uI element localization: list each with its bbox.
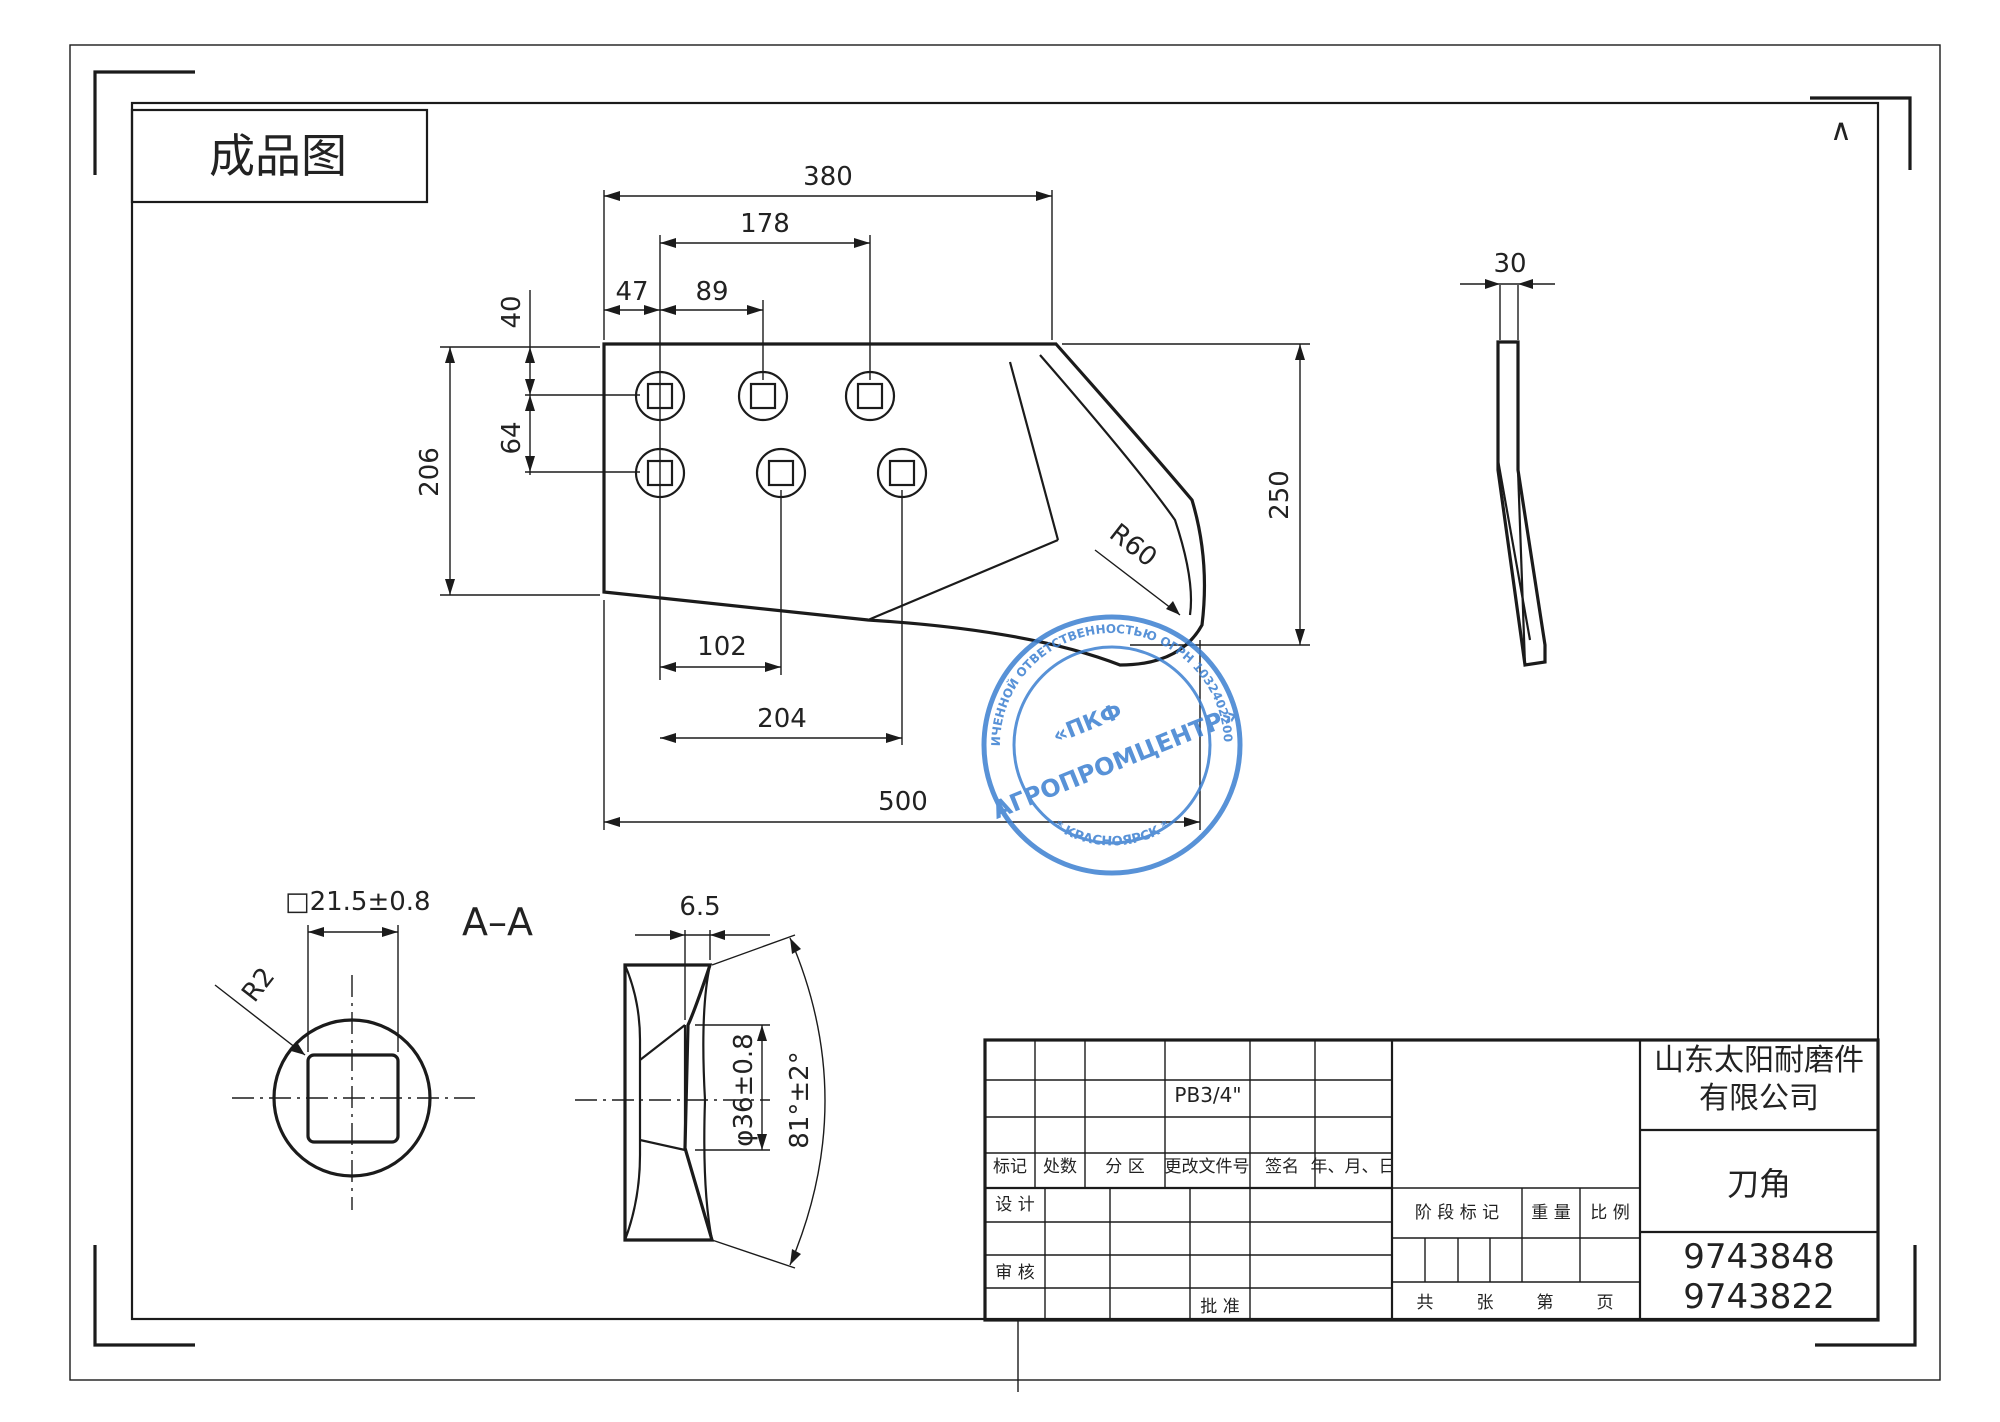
sheet-unit-label: 张	[1477, 1293, 1494, 1313]
scale-label: 比 例	[1590, 1203, 1629, 1223]
dim-102: 102	[697, 632, 747, 662]
dim-64: 64	[497, 421, 527, 454]
header-mark: 标记	[993, 1157, 1027, 1177]
dim-500: 500	[878, 787, 928, 817]
dim-40: 40	[497, 295, 527, 328]
header-zone: 分 区	[1105, 1157, 1144, 1177]
side-view	[1460, 283, 1555, 667]
main-view-bevel-lines	[867, 354, 1193, 622]
part-name: 刀角	[1727, 1165, 1791, 1203]
dim-178: 178	[740, 209, 790, 239]
square-hole-arrows	[291, 927, 398, 1055]
main-view-outline	[602, 342, 1207, 667]
dimension-arrowheads	[445, 191, 1305, 827]
dim-dia36: φ36±0.8	[729, 1033, 759, 1146]
stamp-ring-city: * КРАСНОЯРСК *	[1051, 818, 1172, 849]
sheet-no-label: 第	[1537, 1293, 1554, 1313]
header-count: 处数	[1043, 1157, 1077, 1177]
header-change-doc: 更改文件号	[1165, 1157, 1250, 1177]
side-view-arrows	[1485, 279, 1533, 289]
company-name-line2: 有限公司	[1699, 1081, 1819, 1116]
company-stamp: ОБЩЕСТВО С ОГРАНИЧЕННОЙ ОТВЕТСТВЕННОСТЬЮ…	[0, 0, 1243, 876]
dim-angle81: 81°±2°	[785, 1051, 815, 1148]
dim-380: 380	[803, 162, 853, 192]
dim-6-5: 6.5	[679, 892, 720, 922]
stage-mark-label: 阶 段 标 记	[1415, 1203, 1499, 1223]
design-label: 设 计	[995, 1195, 1034, 1215]
company-name-line1: 山东太阳耐磨件	[1654, 1043, 1864, 1078]
dim-square: □21.5±0.8	[285, 887, 431, 917]
dim-204: 204	[757, 704, 807, 734]
approve-label: 批 准	[1200, 1297, 1239, 1317]
corner-trim-marks	[93, 70, 1917, 1347]
dim-250: 250	[1265, 470, 1295, 520]
outer-sheet-border	[69, 44, 1941, 1381]
dim-206: 206	[415, 447, 445, 497]
dim-30: 30	[1493, 249, 1526, 279]
main-view-dimension-lines	[440, 190, 1310, 830]
revision-headers: 标记 处数 分 区 更改文件号 签名 年、月、日	[993, 1157, 1396, 1177]
title-block	[983, 1038, 1880, 1392]
header-date: 年、月、日	[1311, 1157, 1396, 1177]
sheet-total-label: 共	[1417, 1293, 1434, 1313]
section-a-a-view	[575, 930, 826, 1269]
bolt-hole	[755, 447, 807, 499]
dim-r60: R60	[1104, 518, 1163, 573]
review-label: 审 核	[995, 1263, 1034, 1283]
part-number-1: 9743848	[1683, 1237, 1834, 1277]
title-label-box	[130, 108, 429, 204]
part-number-2: 9743822	[1683, 1277, 1834, 1317]
header-signature: 签名	[1265, 1157, 1299, 1177]
weight-label: 重 量	[1531, 1203, 1570, 1223]
stamp-title: «ПКФ	[1049, 699, 1126, 749]
corner-mark: ∧	[1830, 113, 1852, 148]
dim-r2: R2	[236, 962, 281, 1008]
drawing-title: 成品图	[209, 129, 347, 183]
dim-89: 89	[695, 277, 728, 307]
dim-47: 47	[615, 277, 648, 307]
sheet-page-label: 页	[1597, 1293, 1614, 1313]
bolt-hole	[876, 447, 928, 499]
bolt-holes	[634, 370, 928, 499]
section-label: A–A	[462, 900, 533, 944]
model-label: PB3/4"	[1174, 1083, 1241, 1107]
section-arrows	[670, 930, 801, 1265]
